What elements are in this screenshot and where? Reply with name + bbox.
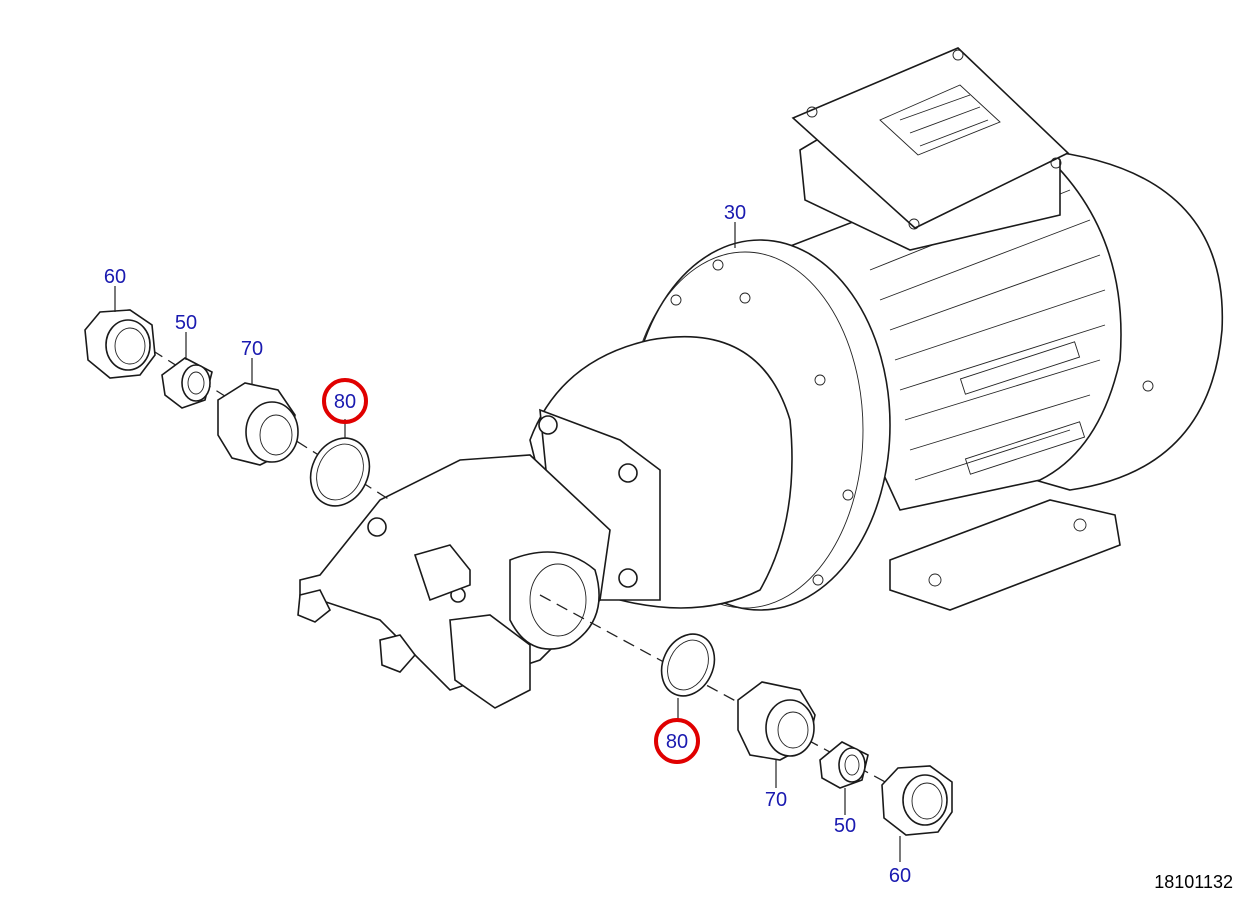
- upper-fitting-set: [84, 309, 371, 507]
- callout-fitting-lower[interactable]: 70: [765, 789, 787, 811]
- drawing-number: 18101132: [1154, 872, 1233, 892]
- callout-oring-lower[interactable]: 80: [666, 731, 688, 753]
- callout-oring-upper[interactable]: 80: [334, 391, 356, 413]
- callout-motor[interactable]: 30: [724, 202, 746, 224]
- gear-pump: [297, 454, 611, 709]
- callout-nut-lower[interactable]: 60: [889, 865, 911, 887]
- leader-lines: [114, 222, 901, 862]
- lower-fitting-set: [660, 633, 953, 836]
- callout-nut-upper[interactable]: 60: [104, 266, 126, 288]
- threaded-fitting-lower: [737, 681, 816, 761]
- callout-insert-upper[interactable]: 50: [175, 312, 197, 334]
- o-ring-upper: [309, 437, 371, 507]
- callout-insert-lower[interactable]: 50: [834, 815, 856, 837]
- insert-lower: [819, 741, 869, 789]
- union-nut-lower: [881, 765, 953, 836]
- highlight-circle-lower: [654, 718, 700, 764]
- callout-fitting-upper[interactable]: 70: [241, 338, 263, 360]
- insert-upper: [161, 357, 213, 409]
- o-ring-lower: [660, 633, 716, 697]
- discharge-axis-line: [539, 594, 901, 791]
- highlight-circle-upper: [322, 378, 368, 424]
- threaded-fitting-upper: [217, 382, 299, 466]
